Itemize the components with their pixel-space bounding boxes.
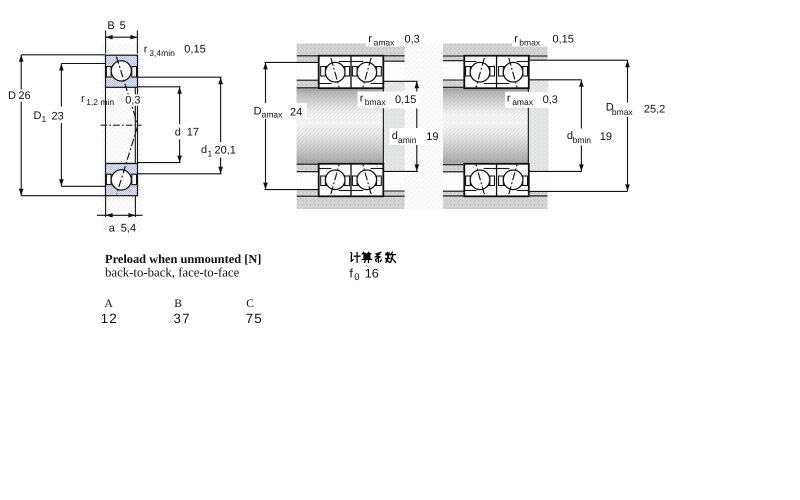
- svg-text:C: C: [246, 298, 254, 310]
- svg-text:1,2 min: 1,2 min: [86, 97, 114, 107]
- svg-text:back-to-back, face-to-face: back-to-back, face-to-face: [105, 266, 240, 280]
- svg-text:d: d: [392, 130, 398, 142]
- svg-text:A: A: [105, 298, 114, 310]
- svg-text:26: 26: [18, 90, 30, 102]
- svg-text:D: D: [8, 90, 16, 102]
- svg-text:r: r: [514, 33, 518, 45]
- svg-text:12: 12: [101, 311, 118, 326]
- svg-text:25,2: 25,2: [644, 104, 665, 116]
- svg-text:d: d: [567, 130, 573, 142]
- svg-text:0,15: 0,15: [553, 34, 574, 46]
- svg-text:amax: amax: [512, 97, 534, 107]
- svg-text:24: 24: [290, 106, 302, 118]
- svg-text:amax: amax: [374, 37, 396, 47]
- svg-text:Preload when unmounted [N]: Preload when unmounted [N]: [105, 252, 261, 266]
- svg-text:D: D: [34, 110, 42, 122]
- svg-text:20,1: 20,1: [215, 145, 236, 157]
- svg-text:f: f: [349, 266, 353, 280]
- svg-text:B: B: [107, 20, 114, 32]
- svg-text:r: r: [507, 93, 511, 105]
- svg-text:D: D: [254, 106, 262, 118]
- svg-text:a: a: [109, 223, 116, 235]
- svg-text:23: 23: [52, 111, 64, 123]
- svg-text:0,3: 0,3: [405, 34, 420, 46]
- svg-text:0,15: 0,15: [184, 44, 205, 56]
- svg-text:amax: amax: [262, 110, 284, 120]
- svg-text:bmin: bmin: [573, 135, 592, 145]
- svg-text:0,15: 0,15: [395, 94, 416, 106]
- svg-text:r: r: [368, 33, 372, 45]
- svg-text:0,3: 0,3: [543, 94, 558, 106]
- svg-text:bmax: bmax: [519, 37, 541, 47]
- svg-text:37: 37: [173, 311, 190, 326]
- svg-text:1: 1: [42, 114, 47, 124]
- svg-text:r: r: [144, 43, 148, 55]
- svg-text:bmax: bmax: [612, 107, 634, 117]
- svg-text:3,4min: 3,4min: [149, 48, 175, 58]
- svg-text:5: 5: [120, 20, 126, 32]
- svg-text:16: 16: [365, 266, 379, 280]
- svg-text:75: 75: [246, 311, 263, 326]
- svg-text:19: 19: [426, 131, 438, 143]
- svg-text:5,4: 5,4: [121, 223, 136, 235]
- svg-text:0: 0: [354, 272, 359, 283]
- svg-text:0,3: 0,3: [125, 94, 140, 106]
- svg-text:1: 1: [208, 148, 213, 158]
- svg-text:d: d: [175, 126, 181, 138]
- svg-text:bmax: bmax: [365, 97, 387, 107]
- svg-text:amin: amin: [398, 135, 417, 145]
- svg-text:d: d: [201, 144, 207, 156]
- svg-text:B: B: [174, 298, 182, 310]
- svg-text:D: D: [606, 102, 614, 114]
- svg-text:r: r: [360, 93, 364, 105]
- svg-text:r: r: [81, 93, 85, 105]
- svg-text:19: 19: [600, 131, 612, 143]
- svg-text:17: 17: [187, 126, 199, 138]
